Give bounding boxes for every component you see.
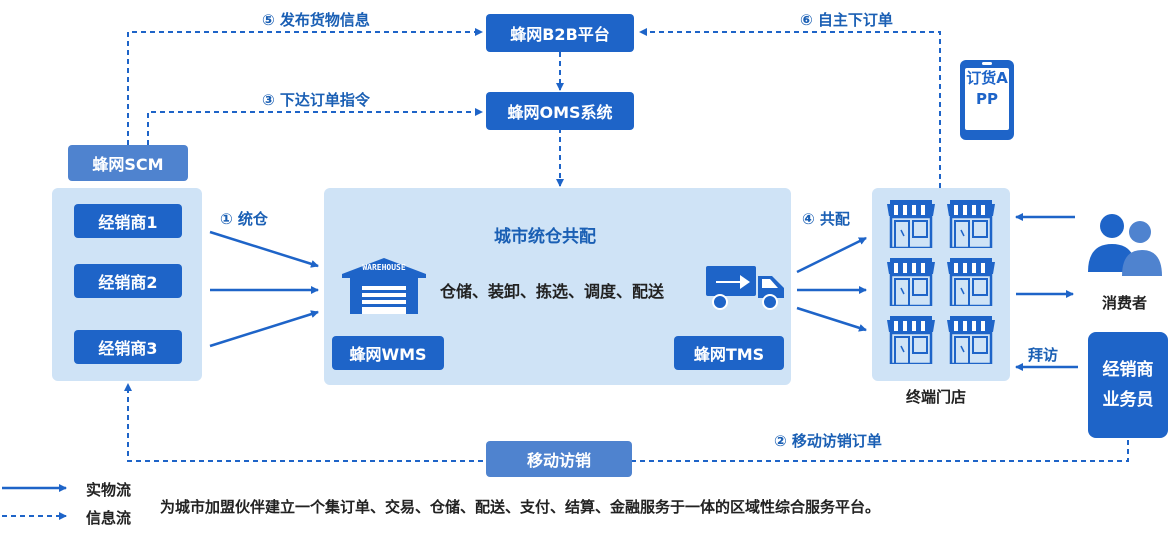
flow-label-order-instruction: ③ 下达订单指令: [262, 91, 370, 109]
footer-description: 为城市加盟伙伴建立一个集订单、交易、仓储、配送、支付、结算、金融服务于一体的区域…: [160, 498, 881, 516]
store-icon: [887, 258, 935, 306]
stores-panel: [872, 188, 1010, 381]
legend-physical-flow: 实物流: [86, 481, 132, 499]
consumer-icon: [1086, 210, 1164, 288]
distributor-2[interactable]: 经销商2: [74, 264, 182, 298]
flow-label-unify: ① 统仓: [220, 210, 268, 228]
oms-system-box[interactable]: 蜂网OMS系统: [486, 92, 634, 130]
order-app-label: 订货APP: [966, 69, 1008, 108]
warehouse-icon: WAREHOUSE: [342, 256, 426, 314]
salesman-box[interactable]: 经销商业务员: [1088, 332, 1168, 438]
legend-info-flow: 信息流: [86, 509, 132, 527]
store-icon: [947, 200, 995, 248]
store-icon: [887, 316, 935, 364]
warehouse-sign: WAREHOUSE: [362, 263, 406, 272]
tms-box[interactable]: 蜂网TMS: [674, 336, 784, 370]
warehouse-services: 仓储、装卸、拣选、调度、配送: [440, 282, 665, 301]
b2b-platform-box[interactable]: 蜂网B2B平台: [486, 14, 634, 52]
store-icon: [947, 316, 995, 364]
store-icon: [887, 200, 935, 248]
flow-label-distribute: ④ 共配: [802, 210, 850, 228]
warehouse-title: 城市统仓共配: [494, 227, 596, 247]
wms-box[interactable]: 蜂网WMS: [332, 336, 444, 370]
mobile-sales-box[interactable]: 移动访销: [486, 441, 632, 477]
stores-label: 终端门店: [906, 388, 967, 406]
store-icon: [947, 258, 995, 306]
flow-label-mobile-order: ② 移动访销订单: [774, 432, 882, 450]
truck-icon: [706, 264, 786, 314]
salesman-label: 经销商业务员: [1102, 360, 1154, 410]
flow-label-publish: ⑤ 发布货物信息: [262, 11, 370, 29]
consumer-label: 消费者: [1102, 294, 1148, 312]
order-app-phone[interactable]: 订货APP: [960, 60, 1014, 140]
distributors-panel: 经销商1 经销商2 经销商3: [52, 188, 202, 381]
flow-label-visit: 拜访: [1028, 346, 1059, 364]
distributor-1[interactable]: 经销商1: [74, 204, 182, 238]
distributor-3[interactable]: 经销商3: [74, 330, 182, 364]
warehouse-panel: 城市统仓共配 WAREHOUSE 仓储、装卸、拣选、调度、配送 蜂网WMS 蜂网…: [324, 188, 791, 385]
scm-box[interactable]: 蜂网SCM: [68, 145, 188, 181]
flow-label-self-order: ⑥ 自主下订单: [800, 11, 893, 29]
